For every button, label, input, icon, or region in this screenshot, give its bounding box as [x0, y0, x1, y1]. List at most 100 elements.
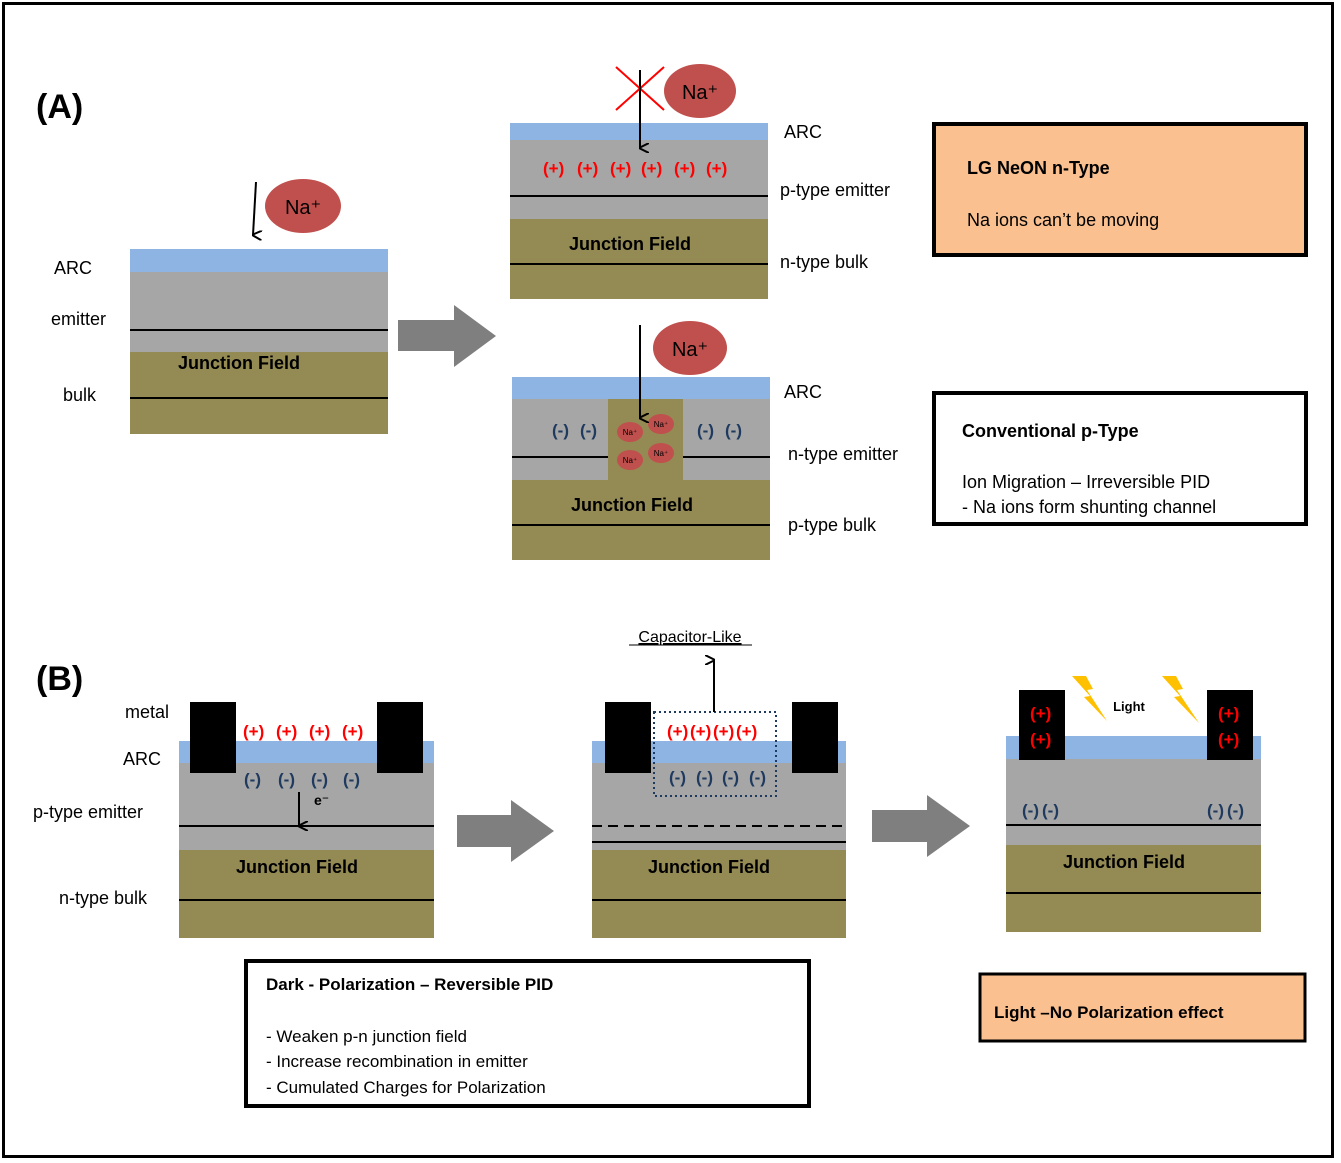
- negative-charge: (-): [725, 421, 742, 440]
- negative-charge: (-): [1022, 801, 1039, 820]
- light-box: [978, 972, 1307, 1043]
- ptype-box-title: Conventional p-Type: [962, 421, 1139, 441]
- cell-b-dark-start: (+) (+) (+) (+) (-) (-) (-) (-) e⁻ Junct…: [179, 702, 434, 938]
- dark-box-item: - Weaken p-n junction field: [266, 1027, 467, 1046]
- ntype-box-text: Na ions can’t be moving: [967, 210, 1159, 230]
- emitter-layer: [592, 763, 846, 850]
- arc-label: ARC: [54, 258, 92, 278]
- metal-label: metal: [125, 702, 169, 722]
- transition-arrow: [872, 795, 970, 857]
- positive-charge: (+): [1218, 730, 1239, 749]
- cell-a-left: Junction Field: [130, 249, 388, 434]
- na-ion-small: [617, 450, 643, 470]
- cell-b-light: (+) (+) (+) (+) (-) (-) (-) (-) Junction…: [1006, 690, 1261, 932]
- na-ion-small: [648, 414, 674, 434]
- arc-label: ARC: [784, 382, 822, 402]
- shunting-channel: [608, 399, 683, 480]
- junction-field-label: Junction Field: [648, 857, 770, 877]
- na-ion-small: [617, 422, 643, 442]
- down-arrow: [253, 181, 256, 235]
- metal-contact: [377, 702, 423, 773]
- na-ion-label: Na⁺: [682, 82, 718, 104]
- negative-charge: (-): [552, 421, 569, 440]
- na-ion-small-label: Na⁺: [623, 428, 637, 437]
- positive-charge: (+): [543, 159, 564, 178]
- arc-layer: [592, 741, 846, 763]
- metal-contact: [605, 702, 651, 773]
- bulk-label: bulk: [63, 385, 97, 405]
- na-ion: [664, 64, 736, 118]
- arc-label: ARC: [123, 749, 161, 769]
- bulk-layer: [512, 480, 770, 560]
- junction-field-label: Junction Field: [571, 495, 693, 515]
- positive-charge: (+): [667, 722, 688, 741]
- junction-field-label: Junction Field: [236, 857, 358, 877]
- bulk-layer: [510, 219, 768, 299]
- metal-contact: [1207, 690, 1253, 760]
- negative-charge: (-): [669, 768, 686, 787]
- dark-box-title: Dark - Polarization – Reversible PID: [266, 975, 553, 994]
- ptype-box-line1: Ion Migration – Irreversible PID: [962, 472, 1210, 492]
- positive-charge: (+): [706, 159, 727, 178]
- dark-box-item: - Cumulated Charges for Polarization: [266, 1078, 546, 1097]
- negative-charge: (-): [580, 421, 597, 440]
- positive-charge: (+): [736, 722, 757, 741]
- electron-label: e⁻: [314, 792, 329, 808]
- positive-charge: (+): [276, 722, 297, 741]
- n-type-bulk-label: n-type bulk: [780, 252, 869, 272]
- p-type-bulk-label: p-type bulk: [788, 515, 877, 535]
- arc-layer: [1006, 736, 1261, 759]
- positive-charge: (+): [342, 722, 363, 741]
- positive-charge: (+): [309, 722, 330, 741]
- arc-layer: [179, 741, 434, 763]
- panel-b-label: (B): [36, 660, 83, 698]
- junction-field-label: Junction Field: [178, 353, 300, 373]
- negative-charge: (-): [311, 770, 328, 789]
- metal-contact: [190, 702, 236, 773]
- junction-field-label: Junction Field: [569, 234, 691, 254]
- ntype-box: [932, 122, 1308, 257]
- cell-a-ntype: Junction Field (+) (+) (+) (+) (+) (+): [510, 123, 768, 299]
- positive-charge: (+): [577, 159, 598, 178]
- metal-contact: [792, 702, 838, 773]
- positive-charge: (+): [243, 722, 264, 741]
- bulk-layer: [130, 352, 388, 434]
- metal-contact: [1019, 690, 1065, 760]
- na-ion: [265, 179, 341, 233]
- transition-arrow: [457, 800, 554, 862]
- positive-charge: (+): [690, 722, 711, 741]
- ptype-box: [932, 391, 1308, 526]
- n-type-emitter-label: n-type emitter: [788, 444, 898, 464]
- p-type-emitter-label: p-type emitter: [33, 802, 143, 822]
- arc-label: ARC: [784, 122, 822, 142]
- negative-charge: (-): [1227, 801, 1244, 820]
- na-ion-small-label: Na⁺: [654, 449, 668, 458]
- arc-layer: [130, 249, 388, 272]
- emitter-layer: [179, 763, 434, 850]
- na-ion-label: Na⁺: [672, 339, 708, 361]
- p-type-emitter-label: p-type emitter: [780, 180, 890, 200]
- panel-a-label: (A): [36, 88, 83, 126]
- negative-charge: (-): [244, 770, 261, 789]
- na-ion-small-label: Na⁺: [623, 456, 637, 465]
- negative-charge: (-): [278, 770, 295, 789]
- positive-charge: (+): [674, 159, 695, 178]
- positive-charge: (+): [641, 159, 662, 178]
- na-ion-small: [648, 443, 674, 463]
- n-type-bulk-label: n-type bulk: [59, 888, 148, 908]
- ntype-box-title: LG NeON n-Type: [967, 158, 1110, 178]
- bulk-layer: [592, 850, 846, 938]
- positive-charge: (+): [1218, 704, 1239, 723]
- positive-charge: (+): [610, 159, 631, 178]
- negative-charge: (-): [749, 768, 766, 787]
- capacitor-like-label: Capacitor-Like: [638, 629, 741, 646]
- na-ion-label: Na⁺: [285, 197, 321, 219]
- na-ion: [653, 321, 727, 375]
- cell-b-polarized: (+) (+) (+) (+) (-) (-) (-) (-) Junction…: [592, 702, 846, 938]
- na-ion-small-label: Na⁺: [654, 420, 668, 429]
- emitter-layer: [510, 140, 768, 219]
- light-box-title: Light –No Polarization effect: [994, 1003, 1224, 1022]
- negative-charge: (-): [1042, 801, 1059, 820]
